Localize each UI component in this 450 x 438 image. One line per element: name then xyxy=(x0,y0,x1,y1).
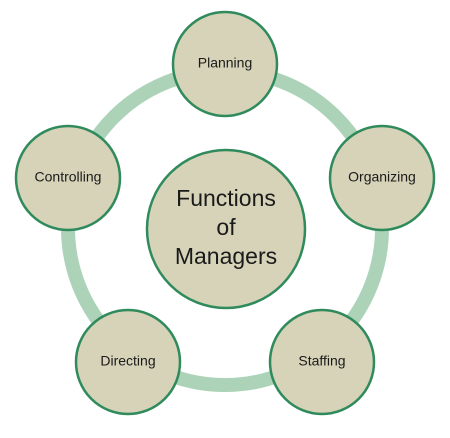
node-staffing-label: Staffing xyxy=(298,353,345,369)
node-planning-circle xyxy=(171,10,279,118)
center-node-circle xyxy=(145,148,307,310)
node-staffing-circle xyxy=(268,308,376,416)
node-organizing-circle xyxy=(328,124,436,232)
node-organizing-label: Organizing xyxy=(348,169,416,185)
node-directing-label: Directing xyxy=(100,353,155,369)
node-planning-label: Planning xyxy=(198,55,253,71)
node-controlling-label: Controlling xyxy=(35,169,102,185)
center-title-line-3: Managers xyxy=(175,243,277,269)
node-staffing: Staffing xyxy=(268,308,376,416)
node-controlling: Controlling xyxy=(14,124,122,232)
node-controlling-circle xyxy=(14,124,122,232)
node-directing: Directing xyxy=(74,308,182,416)
center-title-line-2: of xyxy=(216,214,236,240)
node-planning: Planning xyxy=(171,10,279,118)
node-organizing: Organizing xyxy=(328,124,436,232)
node-directing-circle xyxy=(74,308,182,416)
center-node: Functions of Managers xyxy=(145,148,307,310)
center-title-line-1: Functions xyxy=(176,185,276,211)
